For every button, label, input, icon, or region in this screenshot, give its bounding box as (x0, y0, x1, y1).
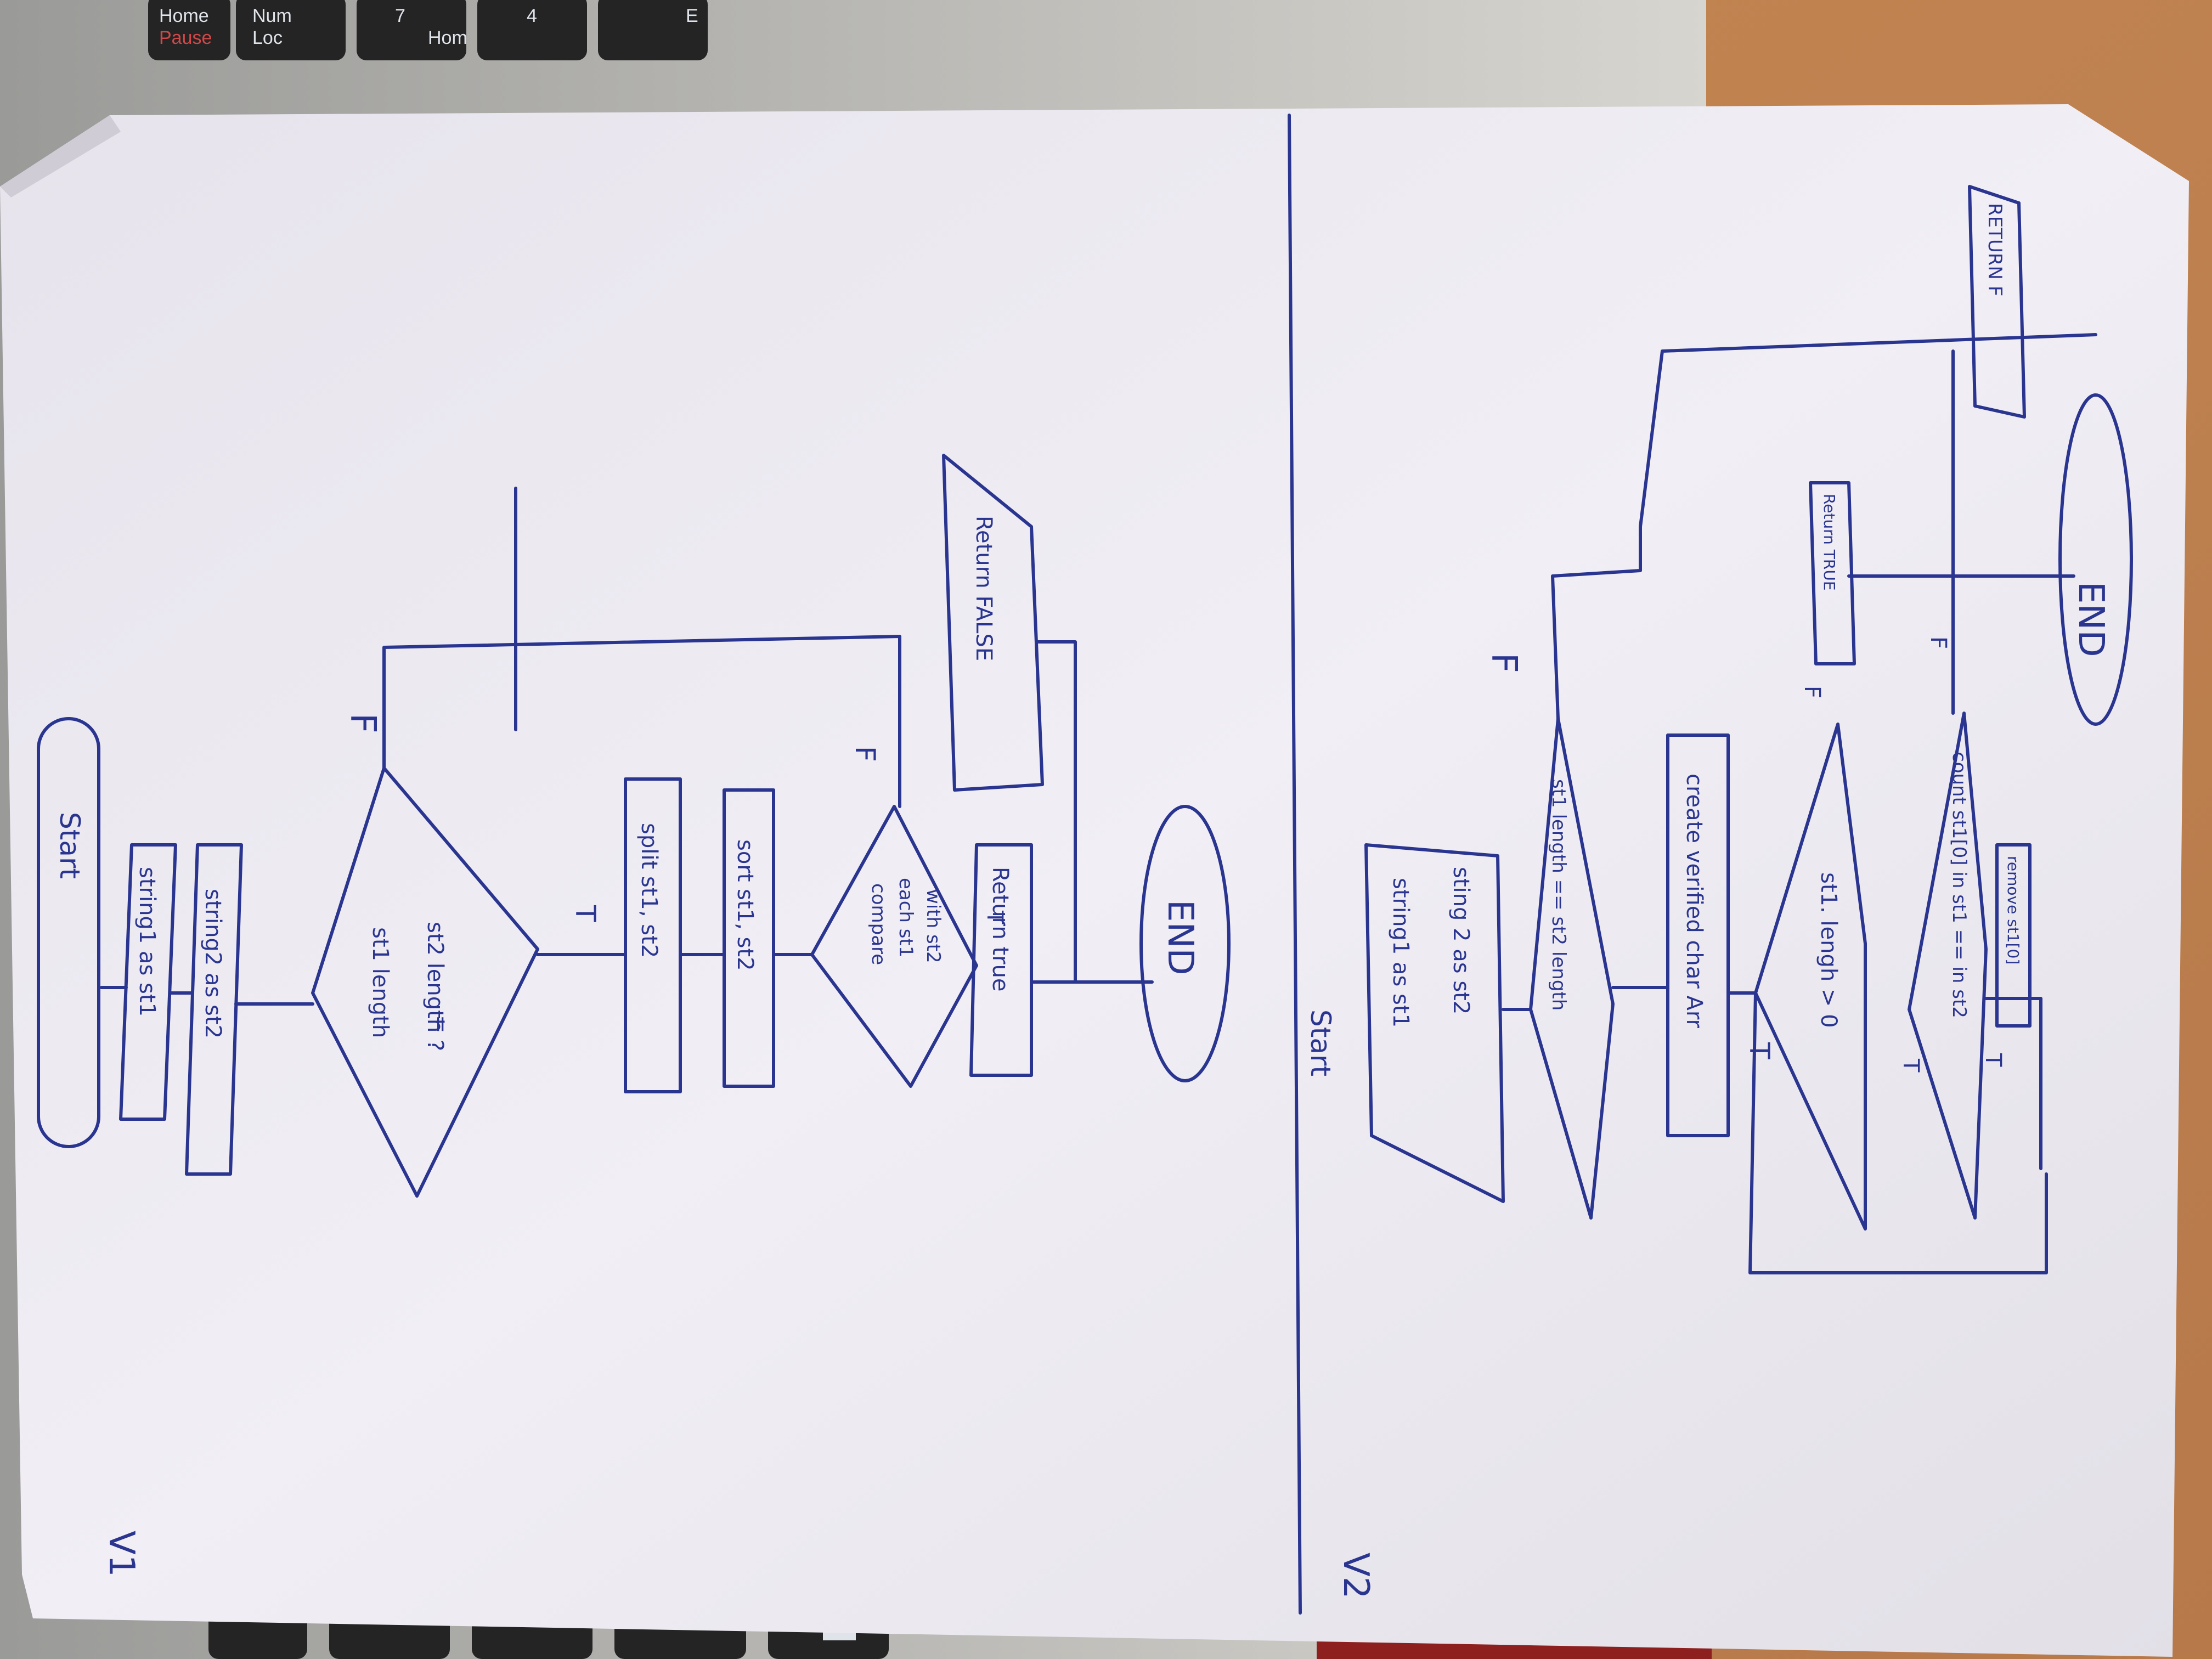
v2-input (1364, 843, 1505, 1203)
v2-input-line1: string1 as st1 (1388, 878, 1413, 1028)
v2-decision-length (1529, 717, 1615, 1220)
v1-decision-op: = (428, 1015, 453, 1034)
v1-compare-false: F (849, 746, 881, 762)
v1-decision-line2: st2 length ? (422, 922, 448, 1051)
v1-return-true-label: Return true (988, 867, 1013, 992)
v2-remove-label: remove st1[0] (2004, 856, 2022, 964)
v2-flowchart: V2 Start string1 as st1 sting 2 as st2 s… (1305, 185, 2133, 1599)
key-home[interactable] (148, 0, 230, 60)
v2-section-label: V2 (1335, 1553, 1376, 1599)
v2-true2-label: T (1743, 1042, 1775, 1059)
v1-split-box (624, 777, 682, 1093)
v1-compare-line1: compare (867, 883, 889, 965)
v1-input1-label: string1 as st1 (134, 867, 160, 1017)
key-four-label: 4 (527, 5, 537, 26)
v1-input1 (119, 843, 177, 1121)
v1-sort-box (723, 788, 775, 1088)
v1-end-terminator (1139, 805, 1231, 1082)
v2-create-box (1666, 733, 1730, 1137)
v2-return-true-box (1809, 481, 1856, 665)
v2-decision1-label: st1 length == st2 length (1548, 779, 1570, 1011)
v2-input-line2: sting 2 as st2 (1448, 867, 1474, 1014)
v2-end-label: END (2070, 582, 2111, 657)
v2-remove-box (1995, 843, 2032, 1028)
v1-split-label: split st1, st2 (636, 823, 662, 958)
v1-section-label: V1 (101, 1531, 142, 1577)
v2-true3-label: T (1898, 1058, 1923, 1073)
paper-folded-corner (0, 115, 121, 198)
v1-decision-compare (810, 805, 978, 1088)
v1-start-label: Start (54, 812, 86, 879)
section-divider (1288, 114, 1302, 1615)
v1-flowchart: V1 Start string1 as st1 string2 as st2 s… (37, 454, 1231, 1577)
v2-return-false-box (1968, 185, 2026, 419)
v2-start-label: Start (1305, 1009, 1336, 1076)
v1-sort-label: sort st1, st2 (732, 839, 758, 971)
key-home-label: Home (159, 5, 209, 26)
key-one[interactable] (598, 0, 708, 60)
v2-create-label: create verified char Arr (1681, 774, 1707, 1029)
key-seven[interactable] (357, 0, 466, 60)
v2-decision-length-positive (1754, 723, 1867, 1231)
v1-start-terminator (37, 717, 100, 1148)
v2-false1-label: F (1483, 653, 1524, 673)
v1-false-label: F (342, 713, 383, 733)
v1-end-label: END (1160, 900, 1200, 975)
v2-false2-label: F (1799, 686, 1825, 698)
v1-input2-label: string2 as st2 (200, 889, 225, 1039)
v1-compare-true: T (982, 910, 1007, 924)
v2-false3-label: F (1926, 636, 1951, 649)
key-num-lock[interactable] (236, 0, 346, 60)
v2-decision2-label: st1. lengh > 0 (1816, 872, 1841, 1028)
key-pause-label: Pause (159, 27, 212, 48)
v1-decision-length (311, 766, 539, 1198)
key-lock-label: Loc (252, 27, 283, 48)
key-hom-label: Hom (428, 27, 467, 48)
v2-return-false-label: RETURN F (1984, 203, 2006, 296)
key-seven-label: 7 (395, 5, 405, 26)
v1-decision-line1: st1 length (368, 927, 393, 1038)
v2-return-true-label: Return TRUE (1820, 494, 1838, 591)
v2-decision-count (1908, 712, 1988, 1220)
v1-true-label: T (569, 905, 601, 922)
key-four[interactable] (477, 0, 587, 60)
v1-return-true-box (969, 843, 1033, 1077)
v1-return-false-label: Return FALSE (971, 516, 996, 661)
v2-decision3-label: count st1[0] in st1 == in st2 (1948, 752, 1970, 1018)
v1-compare-line3: with st2 (922, 889, 944, 963)
v1-return-false-box (942, 454, 1044, 792)
v2-remove-true-label: T (1980, 1053, 2006, 1067)
key-e-label: E (686, 5, 698, 26)
v1-compare-line2: each st1 (895, 878, 917, 957)
v2-end-terminator (2058, 393, 2133, 726)
key-num-label: Num (252, 5, 292, 26)
paper-sheet (0, 104, 2189, 1657)
v1-input2 (185, 843, 243, 1176)
